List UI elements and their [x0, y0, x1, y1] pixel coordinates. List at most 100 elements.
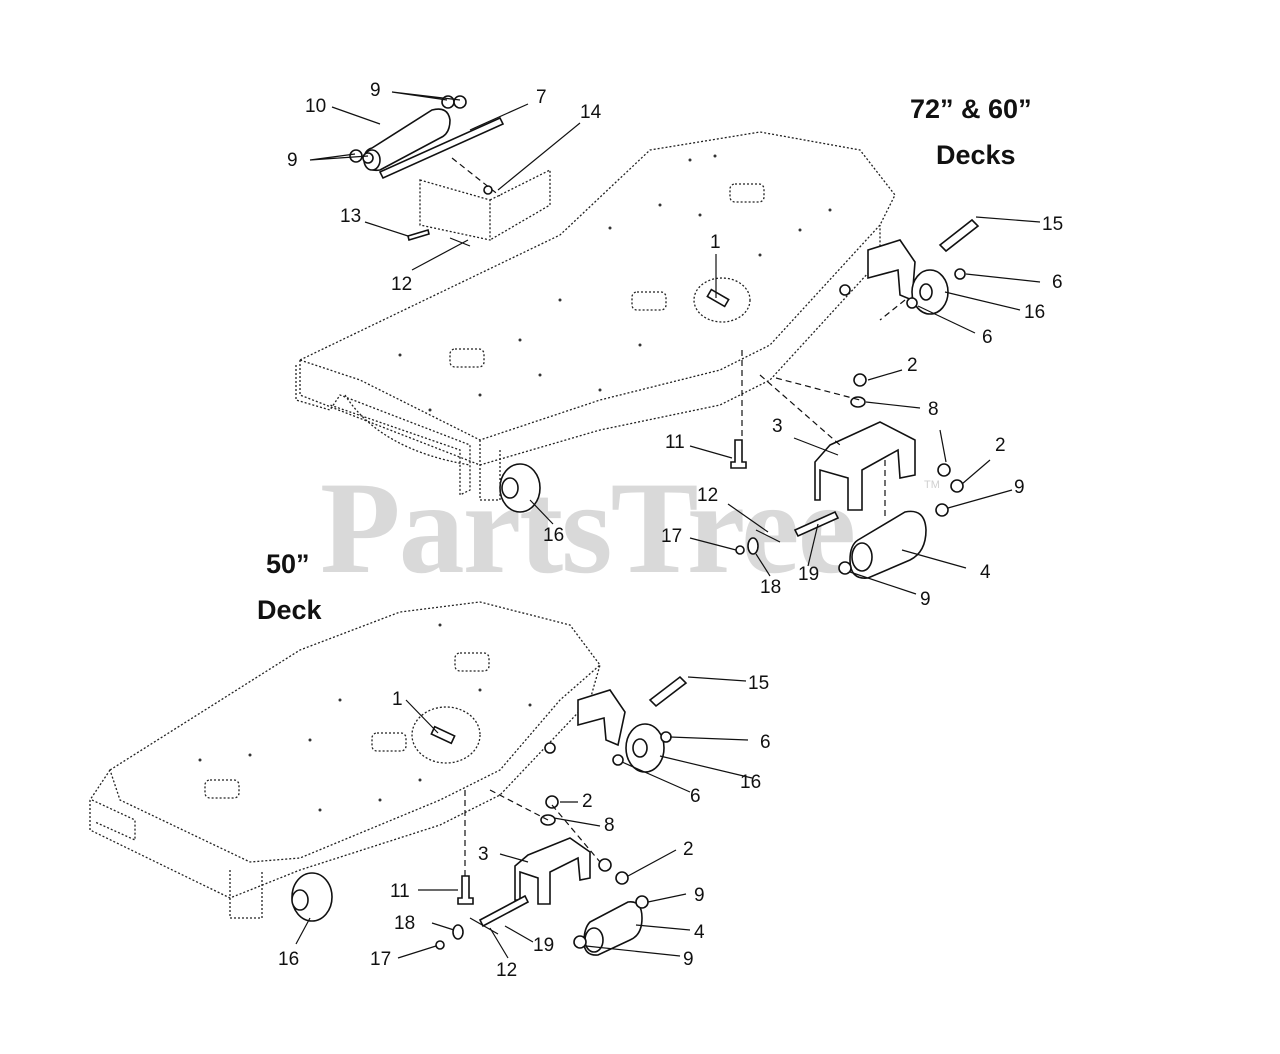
- callout-3: 3: [478, 844, 489, 865]
- callouts-top: 9 7 10 14 9 13 12 1 15 6 16 6 2 8 3 2 11…: [287, 80, 1063, 610]
- callout-9: 9: [370, 80, 381, 101]
- callout-15: 15: [748, 673, 769, 694]
- heading-50-line2: Deck: [257, 595, 322, 625]
- washer-50-9a: [635, 895, 649, 909]
- callout-12: 12: [697, 485, 718, 506]
- callout-12: 12: [496, 960, 517, 981]
- callout-2: 2: [907, 355, 918, 376]
- washer-50-18: [452, 924, 464, 940]
- callout-19: 19: [533, 935, 554, 956]
- callout-9: 9: [694, 885, 705, 906]
- callout-1: 1: [392, 689, 403, 710]
- spindle-50-2: [371, 732, 407, 752]
- heading-72-60-line1: 72” & 60”: [910, 94, 1032, 124]
- spindle-50-1: [454, 652, 490, 672]
- callout-16: 16: [543, 525, 564, 546]
- bolt-15: [938, 218, 980, 253]
- deck-50-skirt: [89, 664, 601, 899]
- center-mount-50: [411, 706, 481, 764]
- bracket-3: [814, 421, 916, 511]
- callout-2: 2: [582, 791, 593, 812]
- callout-2: 2: [683, 839, 694, 860]
- callout-9: 9: [1014, 477, 1025, 498]
- heading-72-60-line2: Decks: [936, 140, 1016, 170]
- side-bracket: [867, 239, 916, 302]
- washer-6b: [906, 297, 918, 309]
- callout-13: 13: [340, 206, 361, 227]
- deck-72-60-drawing: [295, 95, 980, 579]
- washer-50-9b: [573, 935, 587, 949]
- deck-holes: [398, 154, 832, 412]
- nut-50-2b: [615, 871, 629, 885]
- callout-2: 2: [995, 435, 1006, 456]
- deck-50-drawing: [89, 601, 688, 956]
- deck-top-outline: [298, 131, 896, 441]
- callout-1: 1: [710, 232, 721, 253]
- bolt-50-11: [457, 875, 474, 905]
- washer-9c: [935, 503, 949, 517]
- callout-4: 4: [980, 562, 991, 583]
- callout-19: 19: [798, 564, 819, 585]
- bracket-50-3: [514, 837, 591, 905]
- deck-50-holes: [198, 623, 532, 812]
- callout-3: 3: [772, 416, 783, 437]
- pin-12b: [755, 529, 781, 543]
- callout-14: 14: [580, 102, 602, 123]
- callout-18: 18: [760, 577, 781, 598]
- callout-12: 12: [391, 274, 412, 295]
- washer-18: [747, 537, 759, 555]
- callout-9: 9: [683, 949, 694, 970]
- watermark-text: PartsTree: [320, 454, 854, 601]
- center-mount: [693, 277, 751, 323]
- callout-9: 9: [920, 589, 931, 610]
- pin-50-12: [469, 917, 499, 935]
- callout-6: 6: [982, 327, 993, 348]
- deck-chute: [295, 365, 471, 497]
- callout-6: 6: [690, 786, 701, 807]
- callout-17: 17: [370, 949, 391, 970]
- spindle-cover-3: [449, 348, 485, 368]
- shaft-7: [378, 116, 505, 180]
- nut-2a: [853, 373, 867, 387]
- leader-lines-bottom: [295, 676, 753, 959]
- spindle-50-3: [204, 779, 240, 799]
- bolt-50-15: [648, 675, 688, 708]
- deck-50-top-outline: [109, 601, 601, 863]
- callout-4: 4: [694, 922, 705, 943]
- callout-17: 17: [661, 526, 682, 547]
- bolt-50-1: [430, 725, 456, 745]
- washer-6a: [954, 268, 966, 280]
- bolt-1: [706, 288, 730, 308]
- nut-50-2a: [545, 795, 559, 809]
- pin-12: [449, 237, 471, 247]
- deck-50-chute: [91, 799, 263, 919]
- bolt-17: [735, 545, 745, 555]
- callout-16: 16: [278, 949, 299, 970]
- callout-16: 16: [740, 772, 761, 793]
- callout-11: 11: [665, 432, 685, 453]
- callout-6: 6: [1052, 272, 1063, 293]
- callout-8: 8: [928, 399, 939, 420]
- spindle-cover-2: [631, 291, 667, 311]
- callout-6: 6: [760, 732, 771, 753]
- spindle-cover-1: [729, 183, 765, 203]
- pin-19: [793, 510, 840, 538]
- heading-50-line1: 50”: [266, 549, 310, 579]
- callout-16: 16: [1024, 302, 1045, 323]
- deck-skirt: [299, 225, 881, 466]
- side-bracket-50: [577, 689, 626, 747]
- bolt-13: [407, 228, 430, 242]
- callout-11: 11: [390, 881, 410, 902]
- callout-9: 9: [287, 150, 298, 171]
- nut-small: [839, 284, 851, 296]
- washer-8: [850, 396, 866, 408]
- callout-18: 18: [394, 913, 415, 934]
- nut-2b: [950, 479, 964, 493]
- bolt-50-17: [435, 940, 445, 950]
- washer-9d: [838, 561, 852, 575]
- callouts-bottom: 1 15 6 16 6 2 8 2 3 11 9 18 4 19 16 17 9…: [278, 673, 771, 981]
- pin-50-19: [478, 894, 530, 928]
- bracket-14: [419, 168, 551, 241]
- callout-10: 10: [305, 96, 326, 117]
